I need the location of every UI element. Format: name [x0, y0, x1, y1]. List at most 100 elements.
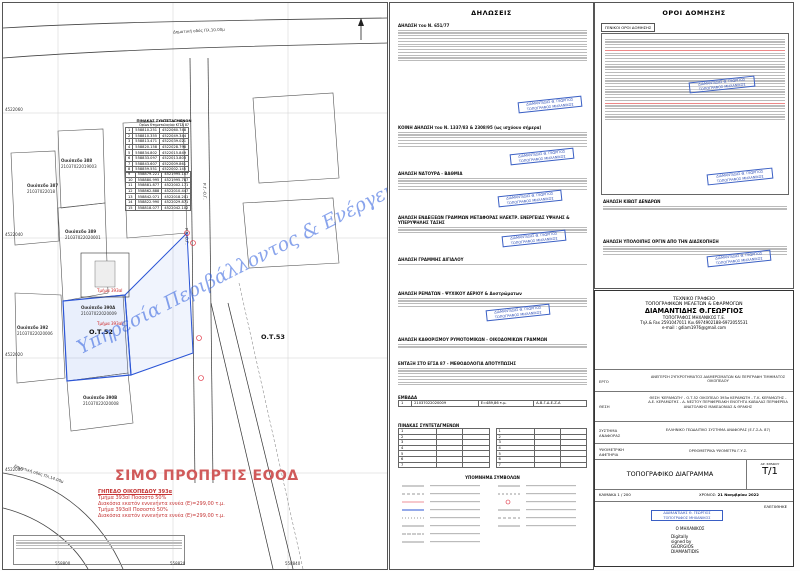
- building-terms-table: [601, 33, 789, 195]
- parcel-name: Οικόπεδο 388: [61, 158, 93, 163]
- declaration-section: ΔΗΛΩΣΗ ΡΕΜΑΤΩΝ - ΨΥΧΙΚΟΥ ΑΕΡΙΟΥ & Δοστρώ…: [398, 291, 587, 309]
- diagram-title: ΤΟΠΟΓΡΑΦΙΚΟ ΔΙΑΓΡΑΜΜΑ: [626, 470, 714, 478]
- building-terms-column: ΟΡΟΙ ΔΟΜΗΣΗΣ ΓΕΝΙΚΟΙ ΟΡΟΙ ΔΟΜΗΣΗΣ ΔΙΑΜΑΝ…: [594, 2, 794, 289]
- table-cell: 558810.355: [132, 132, 161, 140]
- table-cell: 558881.877: [134, 182, 163, 189]
- table-cell: 4522009.861: [159, 160, 190, 168]
- declaration-section: ΔΗΛΩΣΗ του Ν. 651/77: [398, 23, 587, 63]
- coords-table-title: ΠΙΝΑΚΑΣ ΣΥΝΤΕΤΑΓΜΕΝΩΝ: [136, 119, 192, 123]
- title-row-diagram: ΤΟΠΟΓΡΑΦΙΚΟ ΔΙΑΓΡΑΜΜΑ ΑΡ. ΣΧΕΔΙΟΥ T/1: [595, 459, 793, 490]
- area-caption: ΓΗΠΕΔΟ ΟΙΚΟΠΕΔΟΥ 393α Τμήμα 393αΙ Ποσοστ…: [98, 489, 225, 519]
- grid-x-label: 558840: [285, 561, 301, 566]
- date-info: ΧΡΟΝΟΣ: 21 Νοεμβρίου 2022: [699, 492, 759, 497]
- parcel-name: Οικόπεδο 390Β: [83, 395, 118, 400]
- grid-x-label: 558820: [170, 561, 186, 566]
- table-cell: 558842.071: [134, 193, 163, 200]
- table-cell: 4522042.102: [161, 204, 192, 212]
- table-cell: 4522039.021: [159, 138, 190, 145]
- grid-x-label: 558800: [55, 561, 71, 566]
- table-cell: 558879.221: [134, 171, 163, 178]
- table-cell: 4522049.344: [159, 132, 190, 140]
- caption-line: Διακόσια εκατόν εννενήντα εννέα (Ε)=299,…: [98, 501, 225, 507]
- declarations-column: ΔΗΛΩΣΕΙΣ ΔΗΛΩΣΗ του Ν. 651/77 ΔΙΑΜΑΝΤΙΔΗ…: [389, 2, 594, 570]
- parcel-name: Οικόπεδο 390Α: [81, 305, 116, 310]
- table-cell: 4522013.803: [159, 155, 190, 162]
- table-cell: 558833.097: [132, 155, 161, 162]
- title-block: ΤΕΧΝΙΚΟ ΓΡΑΦΕΙΟ ΤΟΠΟΓΡΑΦΙΚΩΝ ΜΕΛΕΤΩΝ & Ε…: [594, 290, 794, 567]
- table-cell: 558810.251: [132, 127, 161, 134]
- table-cell: 558843.607: [132, 160, 161, 168]
- caption-line: Τμήμα 393αΙΙ Ποσοστό 50%: [98, 507, 168, 513]
- parcel-id: 21037022018: [27, 189, 55, 194]
- office-name: ΔΙΑΜΑΝΤΙΔΗΣ Θ.ΓΕΩΡΓΙΟΣ: [644, 307, 744, 315]
- table-cell: 558862.888: [134, 187, 163, 195]
- company-name: ΣΙΜΟ ΠΡΟΠΡΤΙΣ ΕΟΟΔ: [115, 468, 299, 484]
- title-row-height: ΥΨΟΜΕΤΡΙΚΗ ΑΦΕΤΗΡΙΑ ΟΡΘΟΜΕΤΡΙΚΑ ΥΨΟΜΕΤΡΑ…: [595, 443, 793, 460]
- block-label-other: Ο.Τ.53: [261, 333, 285, 341]
- grid-y-label: 4522060: [5, 107, 23, 112]
- coords-table-block: ΠΙΝΑΚΑΣ ΣΥΝΤΕΤΑΓΜΕΝΩΝ Ορίων Κτηματολογίο…: [124, 119, 203, 173]
- caption-line: Τμήμα 393αΙ Ποσοστό 50%: [98, 495, 167, 501]
- site-plan-drawing: [3, 3, 387, 569]
- table-cell: 4522029.871: [161, 199, 192, 206]
- parcel-id: 21037022020009: [81, 311, 117, 316]
- grid-y-label: 4522020: [5, 352, 23, 357]
- declaration-section: ΔΗΛΩΣΗ ΓΡΑΜΜΗΣ ΑΙΓΙΑΛΟΥ: [398, 257, 587, 266]
- caption-line: Διακόσια εκατόν εννενήντα εννέα (Ε)=299,…: [98, 513, 225, 519]
- title-row-project: ΕΡΓΟ ΑΝΕΓΕΡΣΗ ΣΥΓΚΡΟΤΗΜΑΤΟΣ ΔΙΑΜΕΡΙΣΜΑΤΩ…: [595, 369, 793, 392]
- legend-symbols: [402, 485, 576, 543]
- sheet-number: T/1: [762, 466, 778, 477]
- office-header: ΤΕΧΝΙΚΟ ΓΡΑΦΕΙΟ ΤΟΠΟΓΡΑΦΙΚΩΝ ΜΕΛΕΤΩΝ & Ε…: [595, 297, 793, 330]
- declaration-section: ΕΝΤΑΞΗ ΣΤΟ ΕΓΣΑ 87 - ΜΕΘΟΔΟΛΟΓΙΑ ΑΠΟΤΥΠΩ…: [398, 361, 587, 387]
- parcel-id: 21037022019003: [61, 164, 97, 169]
- building-terms-header: ΟΡΟΙ ΔΟΜΗΣΗΣ: [662, 9, 726, 17]
- title-row-location: ΘΕΣΗ ΘΕΣΗ 'ΚΕΡΑΜΩΤΗ' - Ο.Τ.52 ΟΙΚΟΠΕΔΟ 3…: [595, 391, 793, 422]
- title-row-scale-date: ΚΛΙΜΑΚΑ 1 / 200 ΧΡΟΝΟΣ: 21 Νοεμβρίου 202…: [595, 489, 793, 502]
- table-cell: 4522015.849: [159, 149, 190, 156]
- legend-section: ΥΠΟΜΝΗΜΑ ΣΥΜΒΟΛΩΝ: [398, 475, 587, 564]
- table-cell: 4522060.748: [159, 127, 190, 134]
- plot-tag: Τμήμα 393αΙΙ: [97, 321, 124, 326]
- table-cell: 558818.077: [134, 204, 163, 212]
- parcel-name: Οικόπεδο 389: [65, 229, 97, 234]
- table-cell: 4521995.147: [161, 171, 192, 178]
- sheet-number-box: ΑΡ. ΣΧΕΔΙΟΥ T/1: [746, 460, 793, 490]
- notes-box: [13, 535, 185, 565]
- table-cell: 15: [125, 204, 136, 212]
- grid-y-label: 4522000: [5, 467, 23, 472]
- terms-section: ΔΗΛΩΣΗ ΥΠΟΛΟΙΠΗΣ ΟΡΓΙΝ ΑΠΟ ΤΗΝ ΔΙΑΣΚΟΠΗΣ…: [603, 239, 787, 257]
- declaration-section: ΚΟΙΝΗ ΔΗΛΩΣΗ του Ν. 1337/83 & 2308/95 (ω…: [398, 125, 587, 148]
- declaration-section: ΔΗΛΩΣΗ ΝΑΤΟΥΡΑ - ΒΑΘΜΙΑ: [398, 171, 587, 192]
- street-line-label: Ρ.Γ.-Ο.Γ.: [184, 228, 190, 245]
- coords-table-subtitle: Ορίων Κτηματολογίου ΚΓΣΑ 87: [139, 123, 189, 127]
- general-terms-label: ΓΕΝΙΚΟΙ ΟΡΟΙ ΔΟΜΗΣΗΣ: [601, 23, 656, 32]
- plot-tag: Τμήμα 393αΙ: [97, 288, 123, 293]
- parcel-id: 21037022020001: [65, 235, 101, 240]
- table-cell: 558820.158: [132, 143, 161, 151]
- table-cell: 4522010.447: [161, 187, 192, 195]
- table-cell: 558834.802: [132, 149, 161, 156]
- table-cell: 558813.471: [132, 138, 161, 145]
- table-cell: 4522002.171: [161, 182, 192, 189]
